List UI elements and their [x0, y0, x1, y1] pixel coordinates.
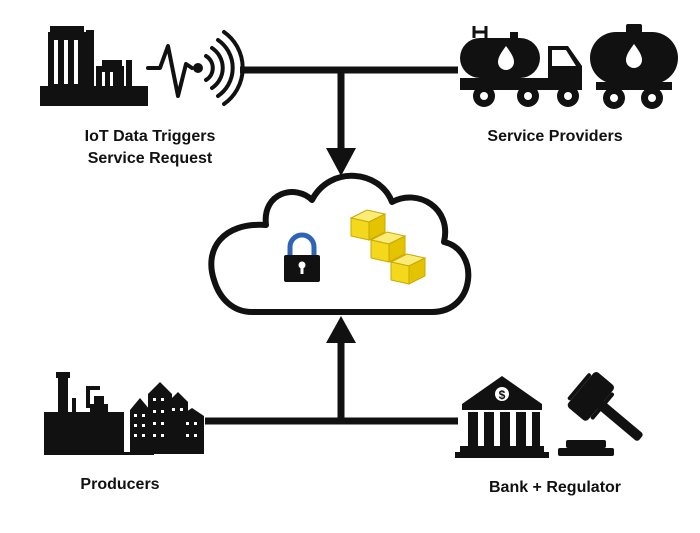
service-providers-label: Service Providers [487, 128, 623, 145]
blockchain-blocks-icon [349, 209, 427, 285]
city-buildings-icon [130, 382, 204, 454]
iot-label-line-1: IoT Data Triggers [84, 128, 216, 145]
tank-trailer-icon [590, 24, 678, 109]
svg-text:$: $ [499, 388, 506, 402]
cloud-icon [208, 172, 472, 315]
bank-regulator-label: Bank + Regulator [488, 479, 622, 496]
iot-label-line-2: Service Request [87, 150, 213, 167]
tanker-truck-icon [460, 26, 582, 107]
wireless-signal-icon [146, 30, 245, 106]
block-1 [349, 209, 387, 241]
dollar-icon: $ [495, 387, 509, 402]
bottom-arrow-head [326, 316, 356, 343]
padlock-icon [284, 232, 320, 282]
top-arrow-head [326, 148, 356, 176]
connectors [205, 66, 458, 425]
industrial-plant-icon [40, 26, 148, 106]
block-3 [389, 253, 427, 285]
block-2 [369, 231, 407, 263]
producers-label: Producers [80, 476, 160, 493]
refinery-icon [44, 372, 154, 455]
gavel-icon [558, 372, 643, 456]
iot-label: IoT Data Triggers Service Request [40, 126, 260, 170]
